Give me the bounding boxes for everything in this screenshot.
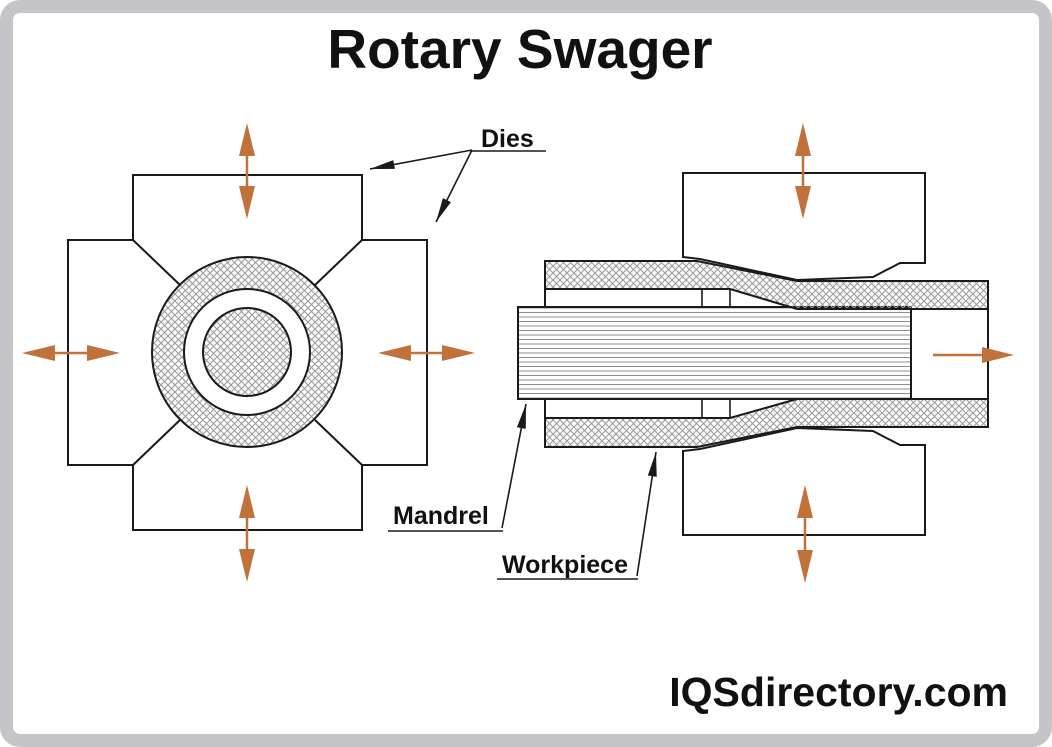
dies-leader-line xyxy=(369,149,473,170)
arrow-head-up xyxy=(797,485,813,518)
mandrel-leader-line xyxy=(501,403,527,529)
workpiece-label: Workpiece xyxy=(502,551,628,579)
callouts: Dies Mandrel Workpiece xyxy=(369,125,657,580)
motion-arrow-lines xyxy=(52,153,988,553)
arrow-head-left xyxy=(22,345,55,361)
mandrel-label: Mandrel xyxy=(393,502,489,530)
arrow-head-up xyxy=(239,485,255,518)
mandrel-bar xyxy=(517,306,912,400)
arrow-head-up xyxy=(239,123,255,156)
arrow-head-up xyxy=(795,123,811,156)
arrow-head-down xyxy=(239,549,255,582)
arrow-head-left xyxy=(378,345,411,361)
dies-leader-line xyxy=(435,149,473,223)
arrow-head-right xyxy=(87,345,120,361)
mandrel-section-circle xyxy=(202,307,292,397)
cross-section-view xyxy=(67,174,428,531)
page-title: Rotary Swager xyxy=(327,18,712,80)
arrow-head-down xyxy=(797,550,813,583)
watermark: IQSdirectory.com xyxy=(669,669,1008,715)
dies-label: Dies xyxy=(481,125,534,153)
die-seam-lines xyxy=(132,239,363,466)
arrow-head-down xyxy=(795,186,811,219)
arrow-head-right xyxy=(442,345,475,361)
workpiece-leader-line xyxy=(636,451,657,577)
arrow-head-down xyxy=(239,186,255,219)
motion-arrow-heads xyxy=(22,123,1014,583)
bottom-die xyxy=(682,426,926,536)
longitudinal-view xyxy=(517,172,989,536)
feed-arrow-head xyxy=(982,347,1014,363)
bore-gap-step-lines xyxy=(701,290,731,417)
top-die xyxy=(682,172,926,282)
